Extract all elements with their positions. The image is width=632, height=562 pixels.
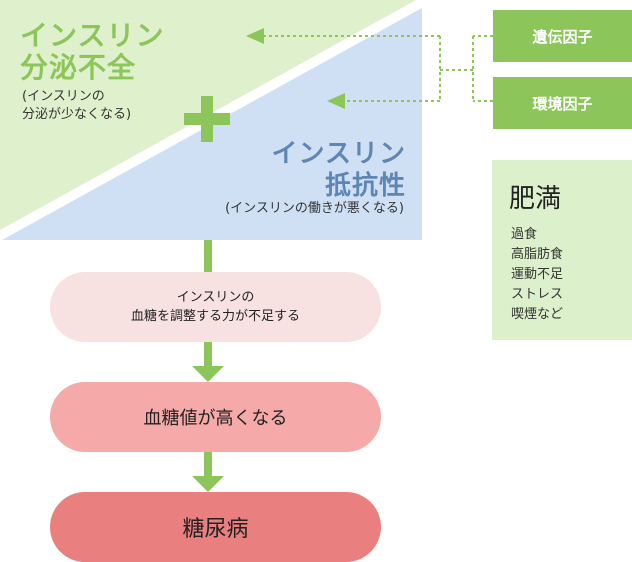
flow-arrow-3 <box>192 476 224 492</box>
obesity-title: 肥満 <box>509 184 562 214</box>
insulin-resistance-title: インスリン 抵抗性 <box>272 138 406 202</box>
arrow-to-deficiency <box>246 28 264 44</box>
resistance-line1: インスリン <box>271 139 406 169</box>
deficiency-line1: インスリン <box>20 19 165 52</box>
environmental-factor-box: 環境因子 <box>493 77 632 129</box>
obesity-item: ストレス <box>511 287 564 302</box>
deficiency-note2: 分泌が少なくなる) <box>22 107 132 122</box>
genetic-factor-box: 遺伝因子 <box>493 10 632 62</box>
insulin-deficiency-title: インスリン 分泌不全 <box>20 20 164 84</box>
obesity-box: 肥満 過食 高脂肪食 運動不足 ストレス 喫煙など <box>492 160 632 340</box>
resistance-line2: 抵抗性 <box>324 171 406 201</box>
flow-step-insufficient-control: インスリンの 血糖を調整する力が不足する <box>50 272 381 342</box>
deficiency-line2: 分泌不全 <box>20 51 137 84</box>
insulin-deficiency-note: (インスリンの 分泌が少なくなる) <box>22 88 131 124</box>
deficiency-note1: (インスリンの <box>22 89 105 104</box>
flow-step-high-blood-sugar: 血糖値が高くなる <box>50 382 381 452</box>
arrow-to-resistance <box>327 93 345 109</box>
plus-icon <box>184 96 230 142</box>
insulin-resistance-note: (インスリンの働きが悪くなる) <box>225 201 404 216</box>
flow-arrow-2 <box>192 366 224 382</box>
obesity-item: 高脂肪食 <box>511 247 564 262</box>
factor-connectors <box>262 35 493 102</box>
flow-step-diabetes: 糖尿病 <box>50 492 381 562</box>
step1-line2: 血糖を調整する力が不足する <box>130 309 300 324</box>
flow-line-2 <box>204 342 212 368</box>
obesity-item: 喫煙など <box>511 307 564 322</box>
step1-line1: インスリンの <box>176 290 255 305</box>
obesity-item: 運動不足 <box>511 267 564 282</box>
flow-line-1 <box>204 240 212 272</box>
flow-line-3 <box>204 452 212 478</box>
obesity-item: 過食 <box>511 227 538 242</box>
